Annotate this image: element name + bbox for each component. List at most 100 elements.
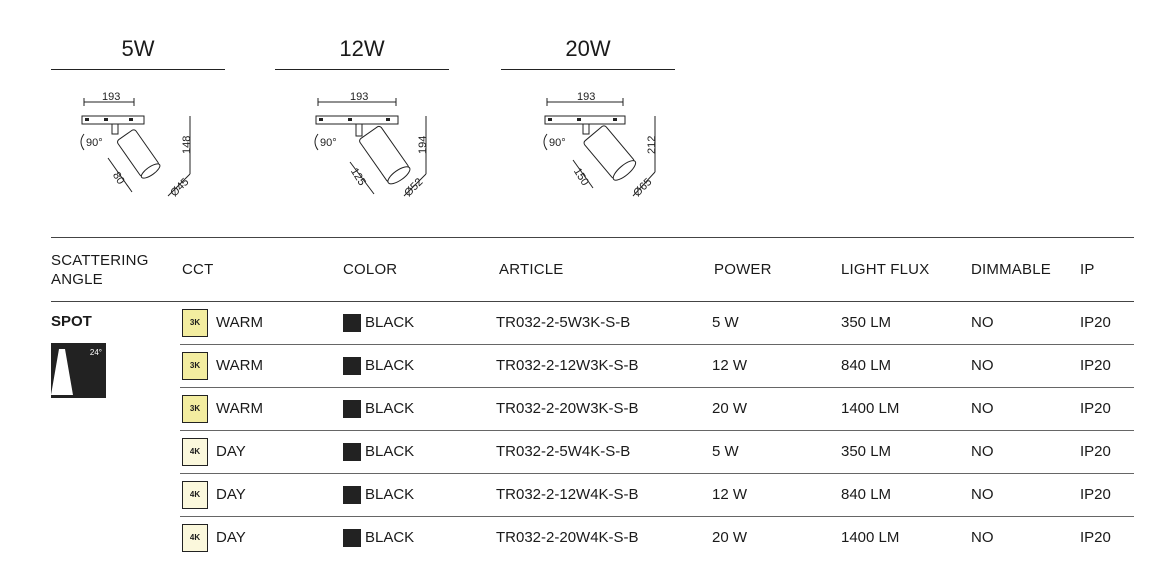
cct-badge-icon: 4K	[182, 437, 208, 466]
article-code: TR032-2-20W4K-S-B	[496, 529, 639, 546]
variant-title: 12W	[275, 34, 449, 70]
header-article: ARTICLE	[499, 261, 564, 278]
variant-20w: 20W	[501, 34, 675, 70]
flux-value: 840 LM	[841, 486, 892, 503]
cct-name: WARM	[216, 357, 263, 374]
spotlight-drawing-icon: 193 90° 125 194 Ø52	[314, 91, 429, 199]
spec-table: SCATTERING ANGLE CCT COLOR ARTICLE POWER…	[51, 237, 1134, 552]
dimension-drawing-12w: 193 90° 125 194 Ø52	[308, 88, 488, 208]
article-code: TR032-2-20W3K-S-B	[496, 400, 639, 417]
cct-name: DAY	[216, 486, 246, 503]
header-cct: CCT	[182, 261, 214, 278]
cct-badge-icon: 3K	[182, 351, 208, 380]
header-dimmable: DIMMABLE	[971, 261, 1051, 278]
dim-rotation: 90°	[86, 137, 103, 149]
article-code: TR032-2-12W3K-S-B	[496, 357, 639, 374]
spotlight-drawing-icon: 193 90° 80 148 Ø45	[80, 91, 193, 199]
dim-width: 193	[102, 91, 120, 103]
dim-height: 194	[417, 136, 429, 154]
variant-title: 5W	[51, 34, 225, 70]
flux-value: 350 LM	[841, 443, 892, 460]
ip-value: IP20	[1080, 400, 1111, 417]
header-text: SCATTERING	[51, 251, 149, 269]
power-value: 20 W	[712, 400, 748, 417]
color-name: BLACK	[365, 357, 415, 374]
spotlight-drawing-icon: 193 90° 150 212 Ø65	[543, 91, 658, 199]
dim-rotation: 90°	[320, 137, 337, 149]
power-value: 12 W	[712, 486, 748, 503]
article-code: TR032-2-12W4K-S-B	[496, 486, 639, 503]
header-power: POWER	[714, 261, 772, 278]
article-code: TR032-2-5W4K-S-B	[496, 443, 631, 460]
flux-value: 1400 LM	[841, 400, 900, 417]
dimmable-value: NO	[971, 314, 994, 331]
dimmable-value: NO	[971, 529, 994, 546]
variant-12w: 12W	[275, 34, 449, 70]
variant-5w: 5W	[51, 34, 225, 70]
dimmable-value: NO	[971, 357, 994, 374]
power-value: 12 W	[712, 357, 748, 374]
power-value: 5 W	[712, 443, 739, 460]
flux-value: 840 LM	[841, 357, 892, 374]
color-swatch-icon	[343, 313, 361, 332]
cct-name: DAY	[216, 529, 246, 546]
beam-cone-icon	[51, 349, 73, 395]
ip-value: IP20	[1080, 357, 1111, 374]
dim-diameter: Ø52	[402, 176, 425, 199]
cct-name: WARM	[216, 400, 263, 417]
color-name: BLACK	[365, 486, 415, 503]
dimension-drawing-5w: 193 90° 80 148 Ø45	[74, 88, 254, 208]
dim-diameter: Ø45	[168, 176, 191, 199]
color-swatch-icon	[343, 399, 361, 418]
header-text: ANGLE	[51, 270, 103, 288]
dim-width: 193	[350, 91, 368, 103]
table-header-row: SCATTERING ANGLE CCT COLOR ARTICLE POWER…	[51, 237, 1134, 302]
dimmable-value: NO	[971, 400, 994, 417]
group-label-spot: SPOT	[51, 313, 92, 330]
color-name: BLACK	[365, 529, 415, 546]
cct-badge-icon: 3K	[182, 308, 208, 337]
dim-diameter: Ø65	[631, 176, 654, 199]
dimmable-value: NO	[971, 443, 994, 460]
variant-title: 20W	[501, 34, 675, 70]
dim-length: 80	[110, 170, 127, 187]
table-row: 3K WARM BLACK TR032-2-20W3K-S-B 20 W 1400…	[180, 387, 1134, 431]
color-name: BLACK	[365, 314, 415, 331]
article-code: TR032-2-5W3K-S-B	[496, 314, 631, 331]
dim-rotation: 90°	[549, 137, 566, 149]
dim-length: 150	[571, 166, 591, 188]
cct-badge-icon: 3K	[182, 394, 208, 423]
dimmable-value: NO	[971, 486, 994, 503]
power-value: 5 W	[712, 314, 739, 331]
table-row: 3K WARM BLACK TR032-2-12W3K-S-B 12 W 840 …	[180, 344, 1134, 388]
cct-name: WARM	[216, 314, 263, 331]
color-swatch-icon	[343, 442, 361, 461]
dim-height: 148	[181, 136, 193, 154]
cct-name: DAY	[216, 443, 246, 460]
color-name: BLACK	[365, 443, 415, 460]
header-color: COLOR	[343, 261, 398, 278]
header-light-flux: LIGHT FLUX	[841, 261, 930, 278]
color-swatch-icon	[343, 356, 361, 375]
header-ip: IP	[1080, 261, 1095, 278]
ip-value: IP20	[1080, 314, 1111, 331]
dimension-drawing-20w: 193 90° 150 212 Ø65	[537, 88, 717, 208]
beam-angle-label: 24°	[89, 348, 102, 357]
ip-value: IP20	[1080, 443, 1111, 460]
dim-width: 193	[577, 91, 595, 103]
dim-height: 212	[646, 136, 658, 154]
power-value: 20 W	[712, 529, 748, 546]
ip-value: IP20	[1080, 529, 1111, 546]
color-swatch-icon	[343, 485, 361, 504]
beam-angle-icon: 24°	[51, 343, 106, 398]
flux-value: 1400 LM	[841, 529, 900, 546]
dim-length: 125	[348, 166, 368, 188]
color-name: BLACK	[365, 400, 415, 417]
ip-value: IP20	[1080, 486, 1111, 503]
header-scattering-angle: SCATTERING ANGLE	[51, 238, 149, 301]
color-swatch-icon	[343, 528, 361, 547]
